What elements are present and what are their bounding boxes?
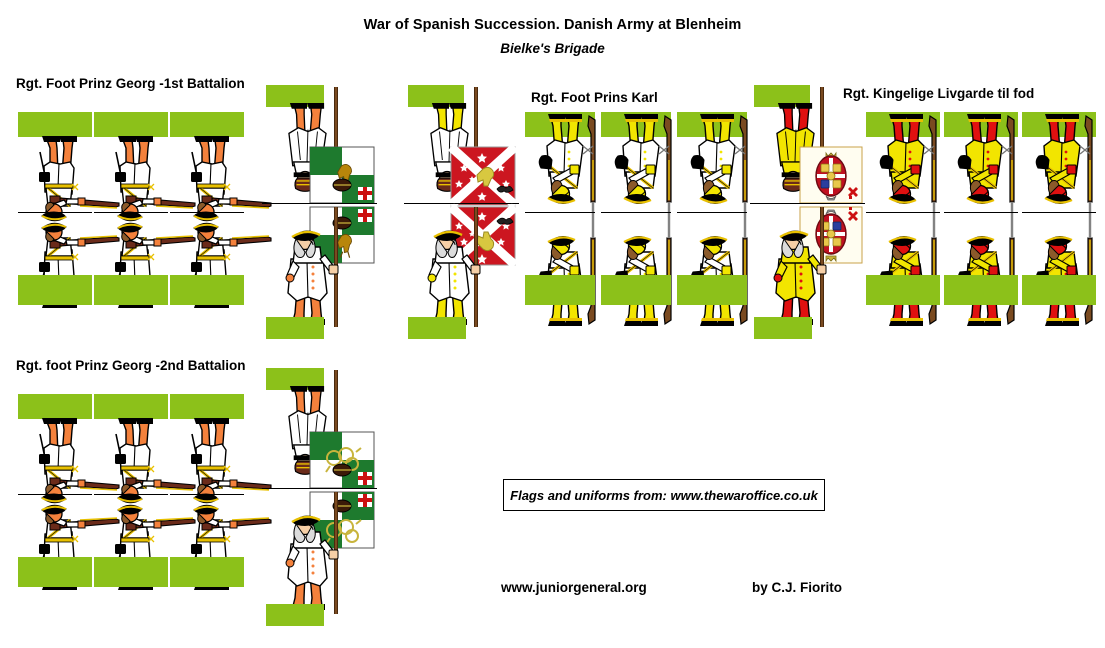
figure-base — [18, 394, 92, 419]
figure-base — [170, 394, 244, 419]
figure-base — [94, 557, 168, 587]
regimental-flag-top — [309, 431, 375, 489]
figure-base — [601, 275, 671, 305]
officer-figure-bottom — [772, 229, 828, 327]
fold-line — [170, 212, 244, 213]
fold-line — [866, 212, 940, 213]
soldier-figure-bottom — [878, 212, 938, 328]
site-credit: www.juniorgeneral.org — [501, 580, 647, 595]
flag-pole — [334, 87, 338, 197]
flag-pole — [820, 87, 824, 197]
figure-base — [266, 317, 324, 339]
unit-header-livgarde: Rgt. Kingelige Livgarde til fod — [843, 86, 1035, 101]
flag-pole — [334, 370, 338, 482]
fold-line — [94, 494, 168, 495]
fold-line — [1022, 212, 1096, 213]
fold-line — [262, 488, 377, 489]
regimental-flag-top — [309, 146, 375, 204]
figure-base — [94, 275, 168, 305]
figure-base — [677, 275, 747, 305]
figure-base — [1022, 275, 1096, 305]
fold-line — [601, 212, 671, 213]
figure-base — [170, 275, 244, 305]
fold-line — [262, 203, 377, 204]
fold-line — [94, 212, 168, 213]
officer-figure-bottom — [426, 229, 482, 327]
page-title: War of Spanish Succession. Danish Army a… — [363, 17, 742, 33]
figure-base — [866, 275, 940, 305]
unit-header-prins-karl: Rgt. Foot Prins Karl — [531, 90, 658, 105]
figure-base — [266, 85, 324, 107]
regimental-flag-bottom — [447, 203, 519, 269]
source-note-box: Flags and uniforms from: www.thewaroffic… — [503, 479, 825, 511]
regimental-flag-top — [447, 143, 519, 209]
figure-base — [266, 368, 324, 390]
figure-base — [266, 604, 324, 626]
figure-base — [18, 557, 92, 587]
fold-line — [404, 203, 519, 204]
author-credit: by C.J. Fiorito — [752, 580, 843, 595]
figure-base — [170, 557, 244, 587]
flag-pole — [474, 87, 478, 197]
fold-line — [944, 212, 1018, 213]
figure-base — [944, 275, 1018, 305]
figure-base — [754, 317, 812, 339]
figure-base — [170, 112, 244, 137]
soldier-figure-bottom — [1034, 212, 1094, 328]
figure-base — [754, 85, 810, 107]
soldier-figure-bottom — [537, 212, 597, 328]
soldier-figure-bottom — [689, 212, 749, 328]
fold-line — [525, 212, 595, 213]
source-note-text: Flags and uniforms from: www.thewaroffic… — [510, 487, 818, 503]
fold-line — [170, 494, 244, 495]
figure-base — [94, 112, 168, 137]
fold-line — [677, 212, 747, 213]
soldier-figure-bottom — [613, 212, 673, 328]
regimental-flag-bottom — [309, 491, 375, 549]
fold-line — [18, 494, 92, 495]
figure-base — [18, 112, 92, 137]
officer-figure-bottom — [284, 229, 340, 327]
unit-header-prinz-georg-2: Rgt. foot Prinz Georg -2nd Battalion — [16, 358, 246, 373]
figure-base — [525, 275, 595, 305]
soldier-figure-bottom — [956, 212, 1016, 328]
fold-line — [750, 203, 865, 204]
figure-base — [408, 85, 464, 107]
figure-base — [94, 394, 168, 419]
figure-base — [408, 317, 466, 339]
fold-line — [18, 212, 92, 213]
regimental-flag-top — [799, 146, 863, 204]
figure-base — [18, 275, 92, 305]
unit-header-prinz-georg-1: Rgt. Foot Prinz Georg -1st Battalion — [16, 76, 245, 91]
officer-figure-bottom — [284, 514, 340, 612]
page-subtitle: Bielke's Brigade — [500, 41, 605, 56]
